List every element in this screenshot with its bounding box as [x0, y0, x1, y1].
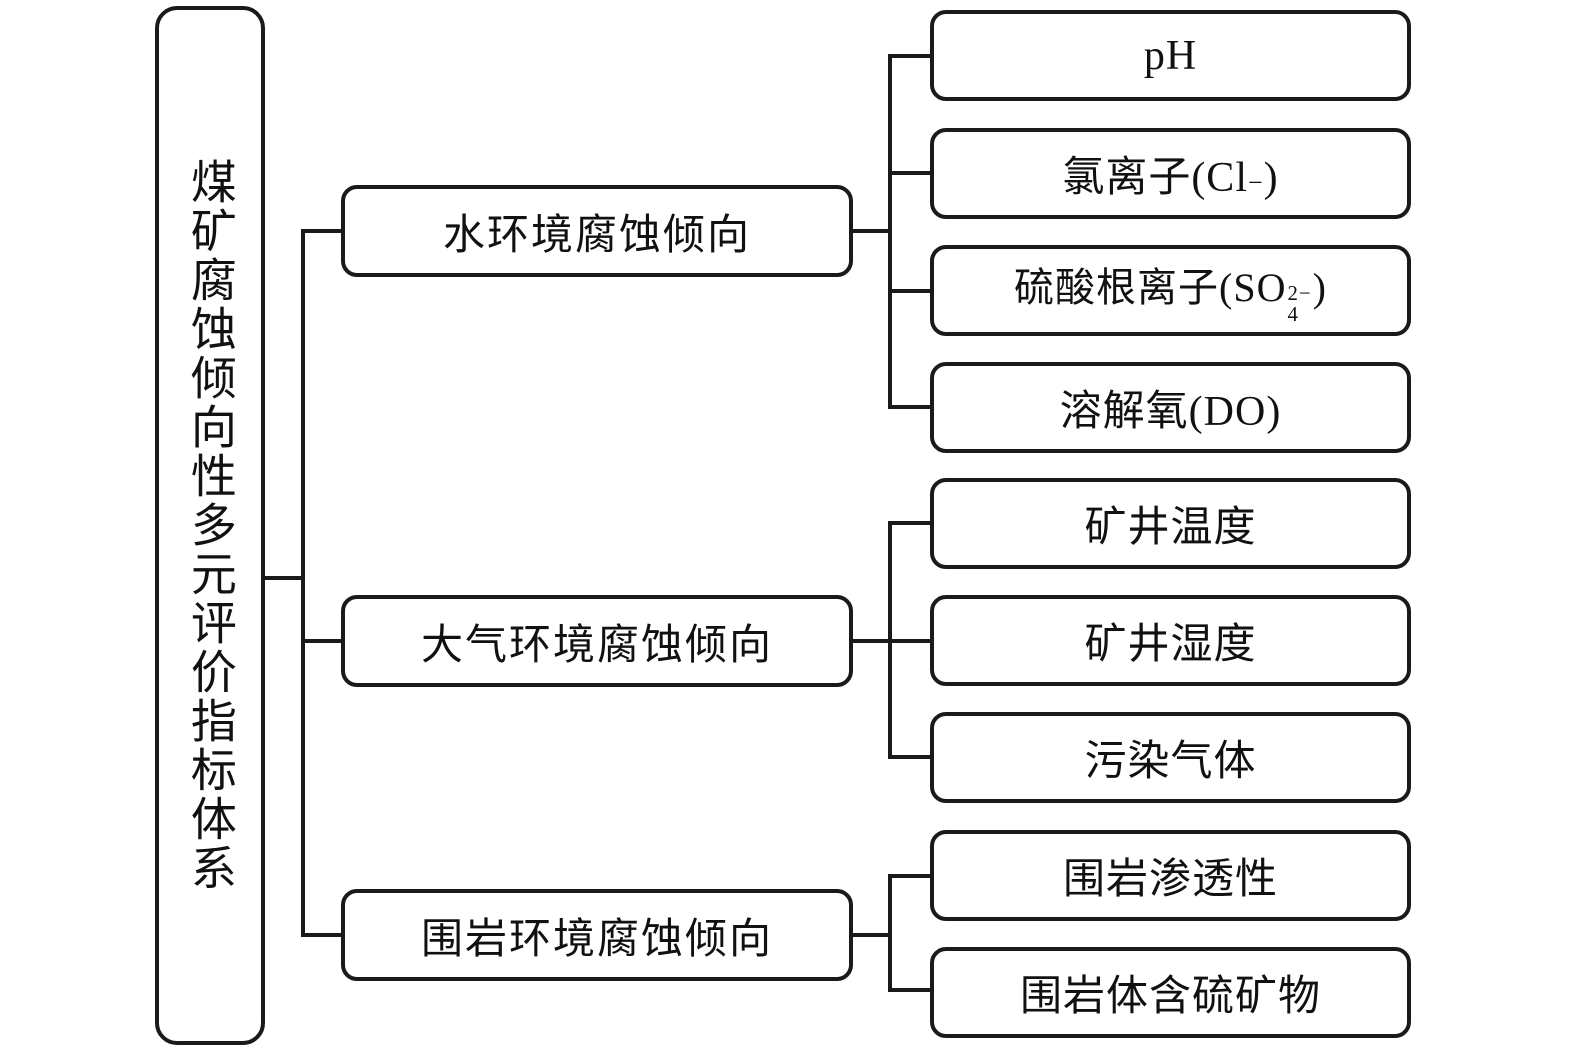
- connector-root-stub: [264, 576, 305, 580]
- charge-superscript: −: [1247, 168, 1264, 197]
- connector-water-to-leaf-4: [888, 405, 932, 409]
- connector-water-stub: [851, 229, 892, 233]
- leaf-text: 污染气体: [1084, 739, 1257, 785]
- leaf-text: 溶解氧(DO): [1059, 389, 1282, 435]
- leaf-node-rock-sulfur-minerals: 围岩体含硫矿物: [930, 947, 1411, 1038]
- count-subscript: 4: [1287, 302, 1299, 326]
- leaf-node-mine-temperature-label: 矿井温度: [1084, 493, 1256, 554]
- leaf-node-polluting-gas: 污染气体: [930, 712, 1411, 803]
- leaf-text: 围岩体含硫矿物: [1019, 974, 1321, 1020]
- connector-rock-stub: [851, 933, 892, 937]
- leaf-node-rock-permeability-label: 围岩渗透性: [1063, 845, 1278, 906]
- leaf-text: pH: [1143, 32, 1198, 79]
- leaf-text-tail: ): [1263, 155, 1279, 201]
- connector-trunk-spine: [301, 229, 305, 937]
- connector-water-to-leaf-2: [888, 171, 932, 175]
- branch-node-surrounding-rock-label: 围岩环境腐蚀倾向: [420, 916, 773, 963]
- leaf-node-rock-sulfur-minerals-label: 围岩体含硫矿物: [1020, 962, 1321, 1023]
- connector-rock-to-leaf-2: [888, 988, 932, 992]
- leaf-text: 矿井温度: [1084, 505, 1257, 551]
- sulfate-charge-stack: 2−4: [1287, 281, 1312, 326]
- leaf-node-polluting-gas-label: 污染气体: [1084, 727, 1256, 788]
- connector-rock-to-leaf-1: [888, 874, 932, 878]
- leaf-text: 矿井湿度: [1084, 622, 1257, 668]
- charge-superscript: 2−: [1287, 281, 1312, 305]
- leaf-node-ph-label: pH: [1144, 32, 1197, 80]
- root-node-label: 煤矿腐蚀倾向性多元评价指标体系: [184, 158, 236, 893]
- connector-atmosphere-stub: [851, 639, 892, 643]
- leaf-node-dissolved-oxygen-label: 溶解氧(DO): [1060, 377, 1282, 438]
- branch-node-water: 水环境腐蚀倾向: [341, 185, 853, 277]
- branch-node-atmosphere: 大气环境腐蚀倾向: [341, 595, 853, 687]
- leaf-node-rock-permeability: 围岩渗透性: [930, 830, 1411, 921]
- connector-water-to-leaf-1: [888, 54, 932, 58]
- connector-water-to-leaf-3: [888, 289, 932, 293]
- leaf-node-dissolved-oxygen: 溶解氧(DO): [930, 362, 1411, 453]
- leaf-text: 围岩渗透性: [1062, 857, 1278, 903]
- leaf-node-chloride-label: 氯离子(Cl−): [1062, 143, 1278, 204]
- leaf-node-mine-humidity-label: 矿井湿度: [1084, 610, 1256, 671]
- connector-trunk-to-branch-2: [301, 639, 343, 643]
- leaf-node-chloride: 氯离子(Cl−): [930, 128, 1411, 219]
- leaf-node-mine-humidity: 矿井湿度: [930, 595, 1411, 686]
- leaf-text-tail: ): [1312, 264, 1327, 310]
- connector-atmosphere-to-leaf-2: [888, 639, 932, 643]
- root-node: 煤矿腐蚀倾向性多元评价指标体系: [155, 6, 265, 1045]
- branch-node-atmosphere-label: 大气环境腐蚀倾向: [420, 622, 773, 669]
- leaf-node-ph: pH: [930, 10, 1411, 101]
- connector-water-spine: [888, 54, 892, 409]
- connector-rock-spine: [888, 874, 892, 992]
- leaf-text: 氯离子(Cl: [1062, 155, 1248, 201]
- connector-atmosphere-to-leaf-3: [888, 755, 932, 759]
- branch-node-surrounding-rock: 围岩环境腐蚀倾向: [341, 889, 853, 981]
- leaf-text: 硫酸根离子(SO: [1014, 264, 1287, 310]
- connector-atmosphere-to-leaf-1: [888, 521, 932, 525]
- branch-node-water-label: 水环境腐蚀倾向: [442, 212, 751, 259]
- connector-trunk-to-branch-1: [301, 229, 343, 233]
- leaf-node-mine-temperature: 矿井温度: [930, 478, 1411, 569]
- connector-trunk-to-branch-3: [301, 933, 343, 937]
